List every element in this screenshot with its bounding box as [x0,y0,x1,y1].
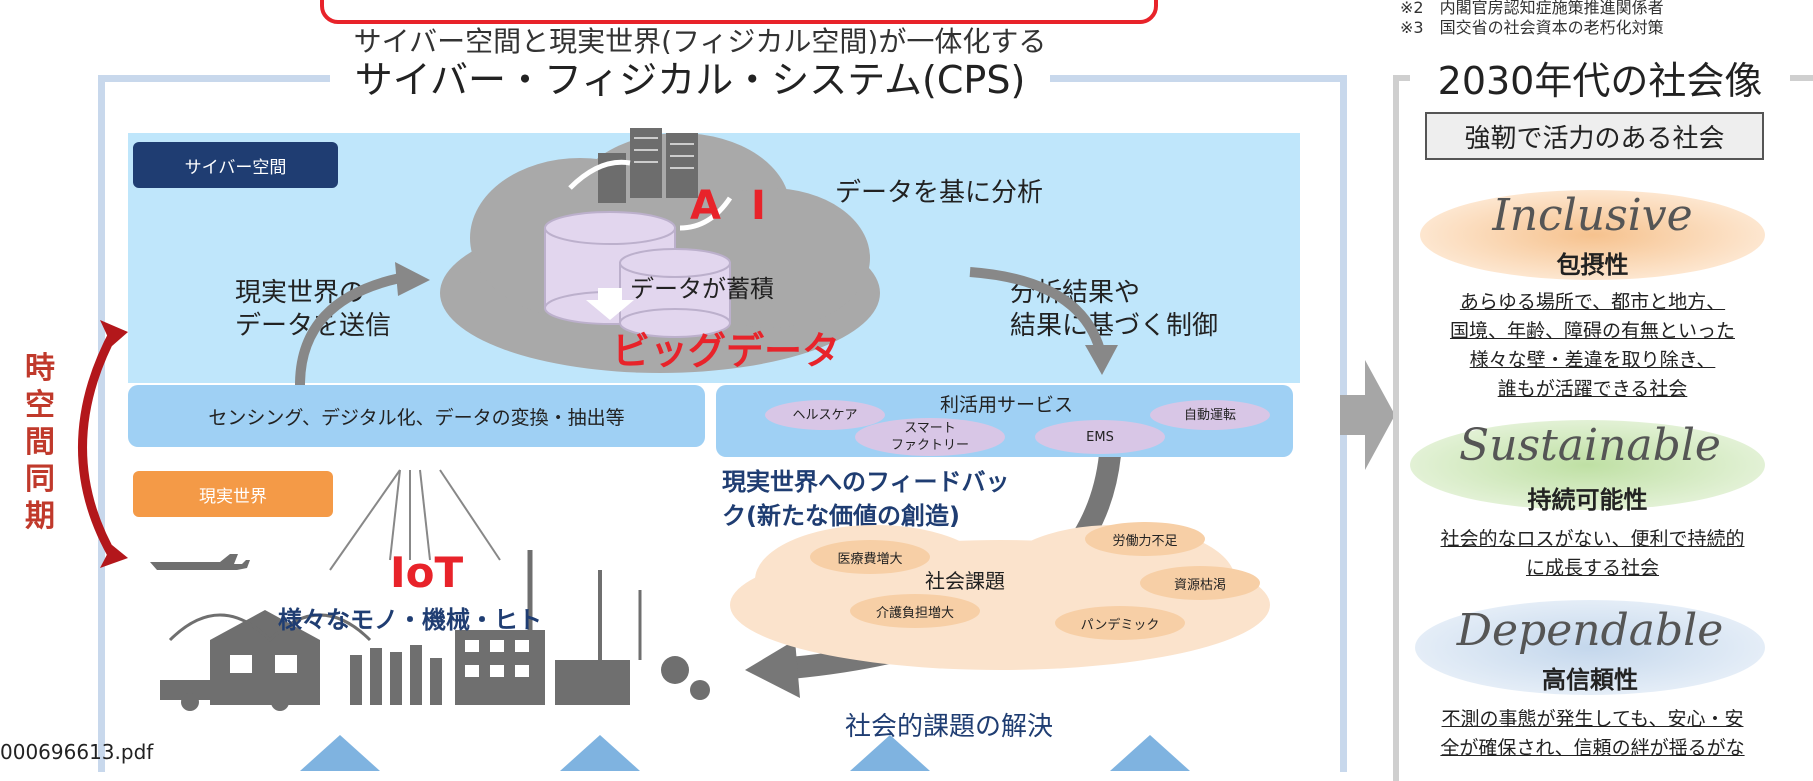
accumulate-label: データが蓄積 [630,275,774,303]
cps-title: サイバー・フィジカル・システム(CPS) [330,54,1050,106]
inclusive-desc-1: あらゆる場所で、都市と地方、 [1459,291,1726,313]
iot-sublabel: 様々なモノ・機械・ヒト [278,606,542,634]
bridge-icon [168,613,372,643]
down-arrow-icon [586,288,634,320]
issue-care: 介護負担増大 [850,594,980,628]
note-2: ※2 内閣官房認知症施策推進関係者 [1400,0,1664,17]
sustainable-blob [1410,420,1765,510]
issue-pandemic: パンデミック [1055,606,1185,640]
pdf-filename: 000696613.pdf [0,740,154,764]
dependable-desc-1: 不測の事態が発生しても、安心・安 [1441,708,1744,730]
issue-labor: 労働力不足 [1085,522,1205,556]
service-smart-factory: スマート ファクトリー [855,418,1005,456]
issue-medical: 医療費増大 [810,540,930,574]
solution-label: 社会的課題の解決 [845,712,1054,742]
sensing-bar: センシング、デジタル化、データの変換・抽出等 [128,385,705,447]
inclusive-blob [1420,190,1765,280]
feedback-line2: バッ [961,468,1010,496]
service-autonomous: 自動運転 [1150,400,1270,430]
dependable-desc: 不測の事態が発生しても、安心・安 全が確保され、信頼の絆が揺るがな [1405,705,1780,763]
service-ems: EMS [1035,420,1165,454]
sync-char-3: 間 [25,425,55,460]
future-society-title: 2030年代の社会像 [1410,55,1790,107]
sustainable-desc-2: に成長する社会 [1525,557,1659,579]
cyber-space-tag: サイバー空間 [133,142,338,188]
sustainable-jp: 持続可能性 [1527,486,1648,514]
real-world-tag: 現実世界 [133,471,333,517]
time-space-sync-label: 時 空 間 同 期 [22,350,58,535]
dependable-desc-2: 全が確保され、信頼の絆が揺るがな [1440,737,1745,759]
sustainable-title: Sustainable [1459,420,1721,471]
note-3: ※3 国交省の社会資本の老朽化対策 [1400,18,1664,37]
factory-line2: ファクトリー [890,438,969,453]
sync-char-4: 同 [25,462,55,497]
inclusive-desc-3: 様々な壁・差違を取り除き、 [1469,349,1716,371]
gear-icon [661,656,689,684]
feedback-line3: ク(新たな価値の創造) [722,502,960,530]
dependable-blob [1415,600,1765,695]
service-healthcare: ヘルスケア [765,400,885,430]
dependable-title: Dependable [1456,605,1724,656]
sustainable-desc: 社会的なロスがない、便利で持続的 に成長する社会 [1405,525,1780,583]
resilient-society-box: 強靭で活力のある社会 [1425,112,1764,160]
sync-char-1: 時 [25,351,55,386]
feedback-line1: 現実世界へのフィード [722,468,962,496]
iot-illustration [150,550,710,711]
factory-line1: スマート [904,421,956,436]
inclusive-desc: あらゆる場所で、都市と地方、 国境、年齢、障碍の有無といった 様々な壁・差違を取… [1405,288,1780,404]
inclusive-title: Inclusive [1492,190,1693,241]
bigdata-label: ビッグデータ [612,329,841,373]
inclusive-desc-4: 誰もが活躍できる社会 [1497,378,1688,400]
feedback-label: 現実世界へのフィードバッ ク(新たな価値の創造) [722,465,1010,533]
sync-char-5: 期 [25,499,55,534]
sustainable-desc-1: 社会的なロスがない、便利で持続的 [1440,528,1745,550]
cloud-graphic [440,128,880,373]
subtitle: サイバー空間と現実世界(フィジカル空間)が一体化する [353,25,1047,58]
house-icon [210,610,320,705]
analyze-label: データを基に分析 [835,178,1044,208]
sync-char-2: 空 [25,388,55,423]
airplane-icon [150,554,250,570]
iot-label: IoT [390,548,464,597]
inclusive-desc-2: 国境、年齢、障碍の有無といった [1449,320,1735,342]
person-icon [350,655,362,705]
red-header-bar [320,0,1158,24]
dependable-jp: 高信頼性 [1542,666,1638,694]
issues-title: 社会課題 [925,569,1005,593]
inclusive-jp: 包摂性 [1556,251,1629,279]
ai-label: AI [690,183,796,229]
greenhouse-icon [555,660,630,705]
issue-resources: 資源枯渇 [1140,566,1260,600]
services-title: 利活用サービス [940,394,1074,416]
result-line2: 結果に基づく制御 [1010,311,1219,341]
